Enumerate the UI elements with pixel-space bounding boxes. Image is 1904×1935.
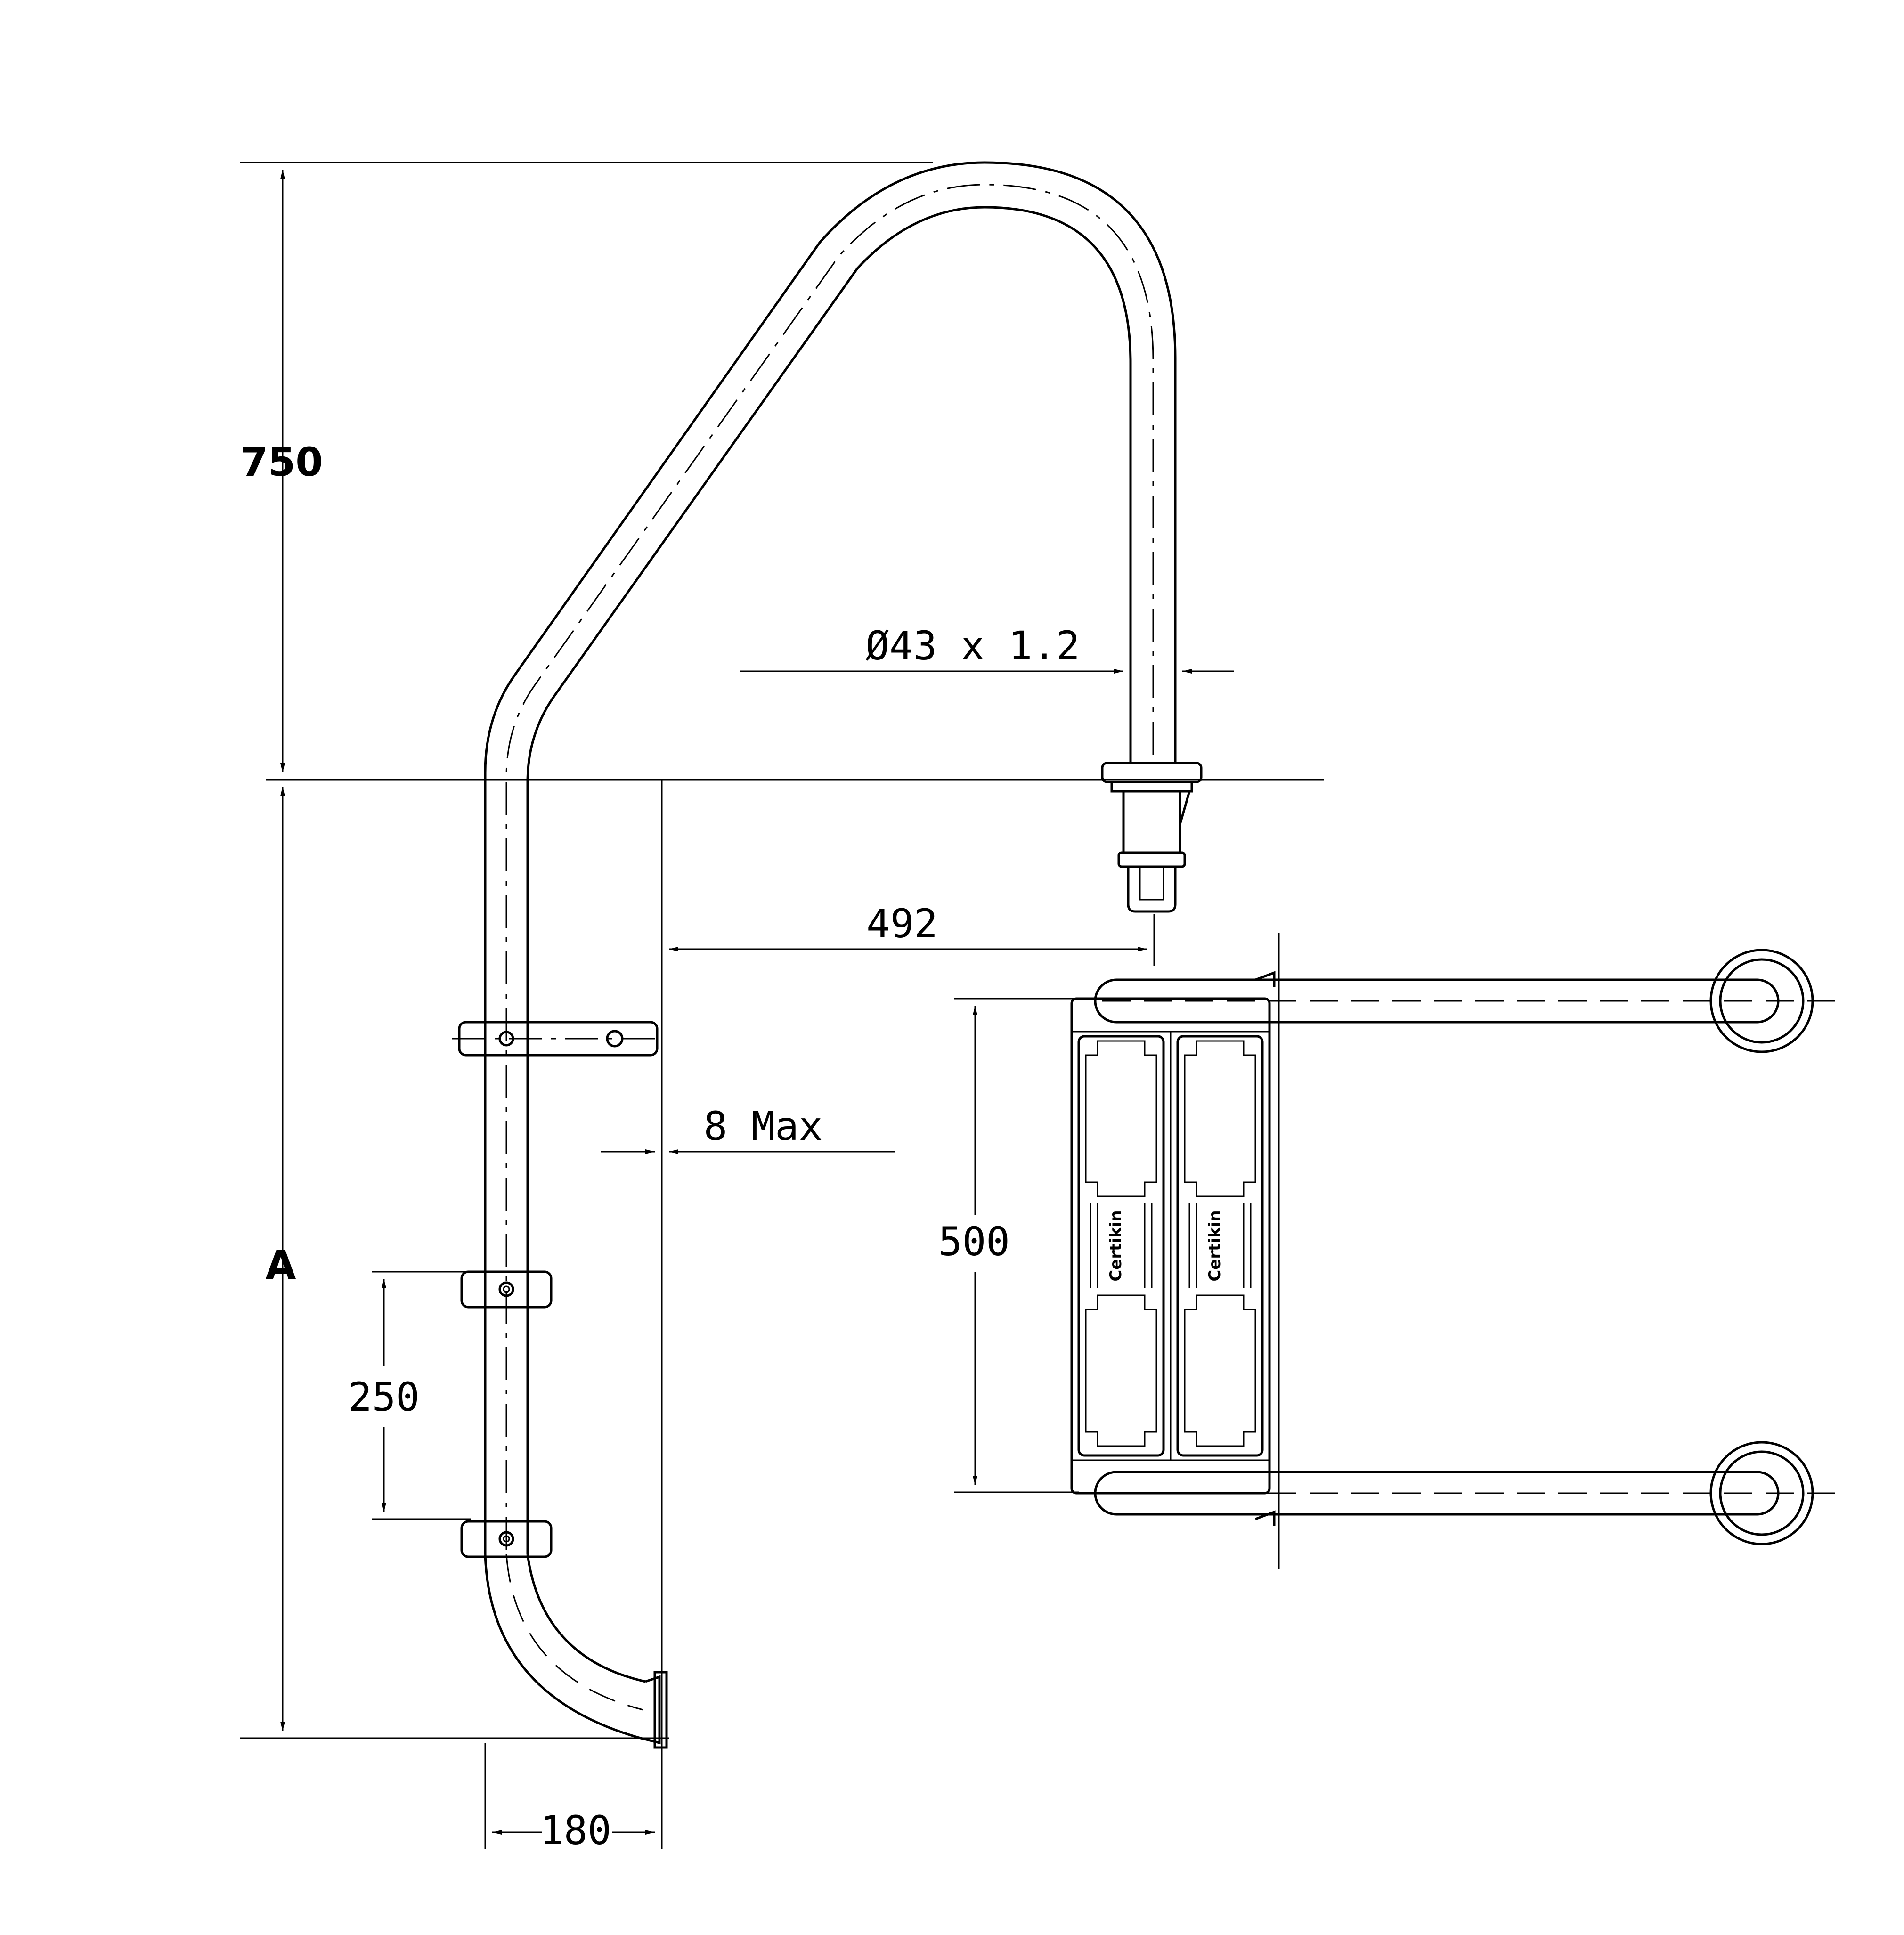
middle-bracket — [460, 1270, 553, 1309]
upper-bracket — [452, 1021, 664, 1057]
step-tread-right: Certikin — [1176, 1035, 1264, 1457]
step-brand-left: Certikin — [1107, 1210, 1125, 1281]
step-top-view: Certikin Certikin — [1070, 933, 1847, 1569]
step-brand-right: Certikin — [1205, 1210, 1224, 1281]
dim-label-tube-diameter: Ø43 x 1.2 — [865, 623, 1080, 669]
dim-label-A: A — [265, 1242, 296, 1288]
dimension-lines — [240, 162, 1324, 1849]
upper-rail — [1094, 949, 1847, 1053]
dim-label-750: 750 — [240, 439, 323, 485]
dim-label-492: 492 — [866, 901, 938, 947]
step-tread-left: Certikin — [1077, 1035, 1165, 1457]
dim-label-8-max: 8 Max — [704, 1103, 823, 1149]
dim-label-180: 180 — [540, 1807, 611, 1854]
dim-label-500: 500 — [938, 1219, 1010, 1265]
wall-anchor — [1101, 762, 1203, 913]
lower-bracket — [460, 1520, 553, 1558]
handrail-side-view — [452, 161, 1203, 1749]
dim-label-250: 250 — [348, 1374, 420, 1420]
